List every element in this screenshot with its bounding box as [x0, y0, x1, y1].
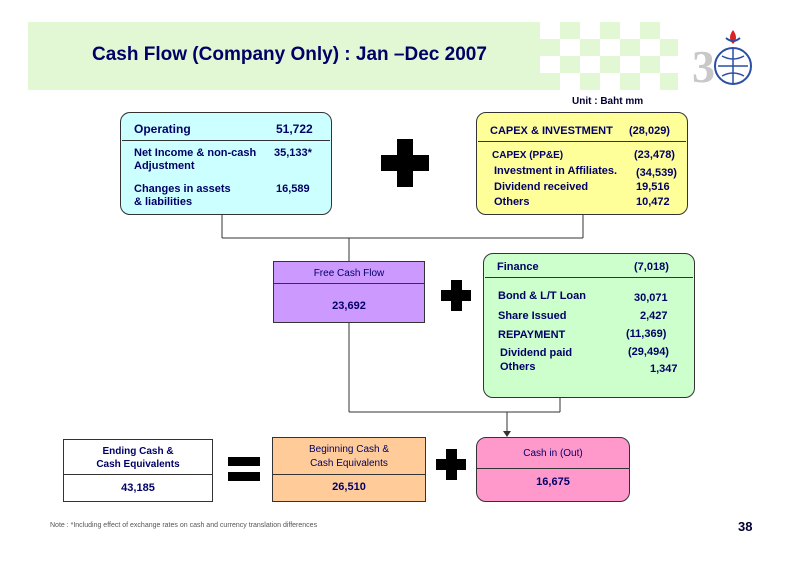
capex-value: (28,029): [629, 125, 670, 137]
repayment-label: REPAYMENT: [498, 329, 566, 341]
net-income-value: 35,133*: [274, 147, 312, 159]
plus-icon: [446, 449, 457, 480]
operating-value: 51,722: [276, 122, 313, 136]
capex-ppe-value: (23,478): [634, 149, 675, 161]
share-issued-value: 2,427: [640, 310, 668, 322]
ending-cash-divider: [64, 474, 212, 475]
ending-cash-box: [63, 439, 213, 502]
plus-icon: [451, 280, 462, 311]
equals-icon: [228, 472, 260, 481]
free-cash-flow-box: [273, 261, 425, 323]
changes-label-2: & liabilities: [134, 196, 193, 208]
capex-box: [476, 112, 688, 215]
finance-label: Finance: [497, 261, 539, 273]
capex-ppe-label: CAPEX (PP&E): [492, 150, 564, 161]
bond-value: 30,071: [634, 292, 668, 304]
page-title: Cash Flow (Company Only) : Jan –Dec 2007: [92, 44, 487, 65]
dividend-received-label: Dividend received: [494, 181, 589, 193]
equals-icon: [228, 457, 260, 466]
cash-in-out-divider: [477, 468, 629, 469]
cash-in-out-label: Cash in (Out): [523, 448, 583, 459]
footnote: Note : *Including effect of exchange rat…: [50, 522, 318, 529]
plus-icon: [397, 139, 413, 187]
affiliates-label: Investment in Affiliates.: [494, 165, 618, 177]
page-number: 38: [738, 519, 753, 534]
free-cash-flow-divider: [274, 283, 424, 284]
ending-cash-value: 43,185: [121, 482, 155, 494]
header-checker-pattern: [540, 22, 700, 90]
capex-label: CAPEX & INVESTMENT: [490, 125, 613, 137]
beginning-cash-divider: [273, 474, 425, 475]
dividend-paid-label: Dividend paid: [500, 347, 573, 359]
ending-cash-label-1: Ending Cash &: [102, 446, 174, 457]
cash-in-out-box: [476, 437, 630, 502]
net-income-label: Net Income & non-cash: [134, 147, 257, 159]
capex-others-value: 10,472: [636, 196, 670, 208]
svg-text:3: 3: [692, 41, 715, 92]
cash-in-out-value: 16,675: [536, 476, 570, 488]
bond-label: Bond & L/T Loan: [498, 290, 586, 302]
beginning-cash-box: [272, 437, 426, 502]
ending-cash-label-2: Cash Equivalents: [96, 459, 180, 470]
affiliates-value: (34,539): [636, 167, 677, 179]
share-issued-label: Share Issued: [498, 310, 567, 322]
capex-others-label: Others: [494, 196, 530, 208]
beginning-cash-label-2: Cash Equivalents: [310, 458, 388, 469]
unit-label: Unit : Baht mm: [572, 96, 644, 107]
finance-value: (7,018): [634, 261, 669, 273]
beginning-cash-label-1: Beginning Cash &: [308, 444, 390, 455]
operating-label: Operating: [134, 122, 191, 136]
finance-divider: [485, 277, 693, 278]
beginning-cash-value: 26,510: [332, 481, 366, 493]
dividend-received-value: 19,516: [636, 181, 670, 193]
finance-box: [483, 253, 695, 398]
repayment-value: (11,369): [626, 328, 667, 340]
finance-others-label: Others: [500, 361, 536, 373]
changes-label: Changes in assets: [134, 183, 231, 195]
free-cash-flow-value: 23,692: [332, 300, 366, 312]
operating-box: [120, 112, 332, 215]
dividend-paid-value: (29,494): [628, 346, 669, 358]
finance-others-value: 1,347: [650, 363, 678, 375]
capex-divider: [478, 141, 686, 142]
changes-value: 16,589: [276, 183, 310, 195]
net-income-label-2: Adjustment: [134, 160, 195, 172]
free-cash-flow-label: Free Cash Flow: [313, 268, 385, 279]
operating-divider: [122, 140, 330, 141]
